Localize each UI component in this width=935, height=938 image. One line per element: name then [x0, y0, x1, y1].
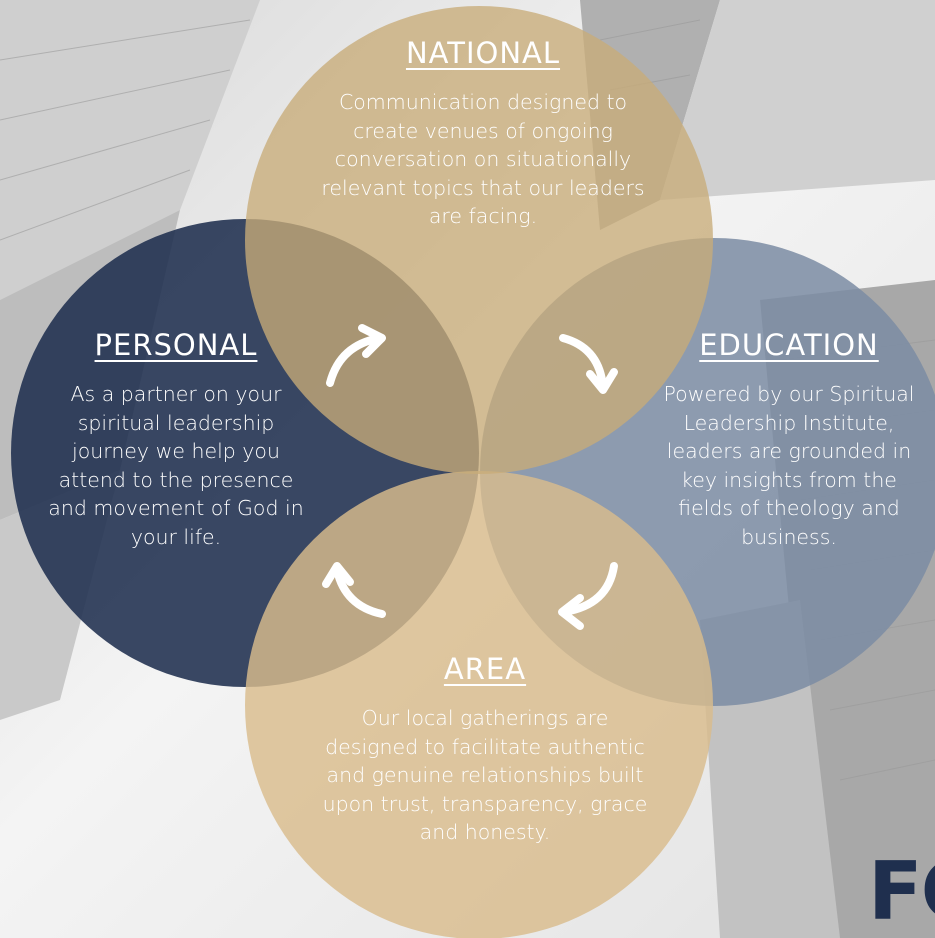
education-body: Powered by our Spiritual Leadership Inst…: [663, 382, 915, 549]
curved-arrow-down-right-icon: [559, 334, 618, 394]
personal-heading: PERSONAL: [94, 328, 258, 362]
national-heading: NATIONAL: [405, 36, 561, 70]
personal-body: As a partner on your spiritual leadershi…: [48, 382, 304, 549]
area-body: Our local gatherings are designed to fac…: [322, 706, 648, 844]
area-block: AREA Our local gatherings are designed t…: [322, 652, 648, 847]
personal-block: PERSONAL As a partner on your spiritual …: [40, 328, 312, 551]
education-heading: EDUCATION: [699, 328, 879, 362]
area-heading: AREA: [443, 652, 527, 686]
circle-area: [245, 471, 713, 938]
education-block: EDUCATION Powered by our Spiritual Leade…: [660, 328, 918, 551]
national-block: NATIONAL Communication designed to creat…: [318, 36, 648, 231]
curved-arrow-down-left-icon: [558, 562, 618, 630]
curved-arrow-up-right-icon: [326, 324, 386, 387]
curved-arrow-up-left-icon: [322, 562, 386, 618]
brand-logo-fragment: FC: [868, 845, 935, 938]
national-body: Communication designed to create venues …: [321, 90, 645, 228]
